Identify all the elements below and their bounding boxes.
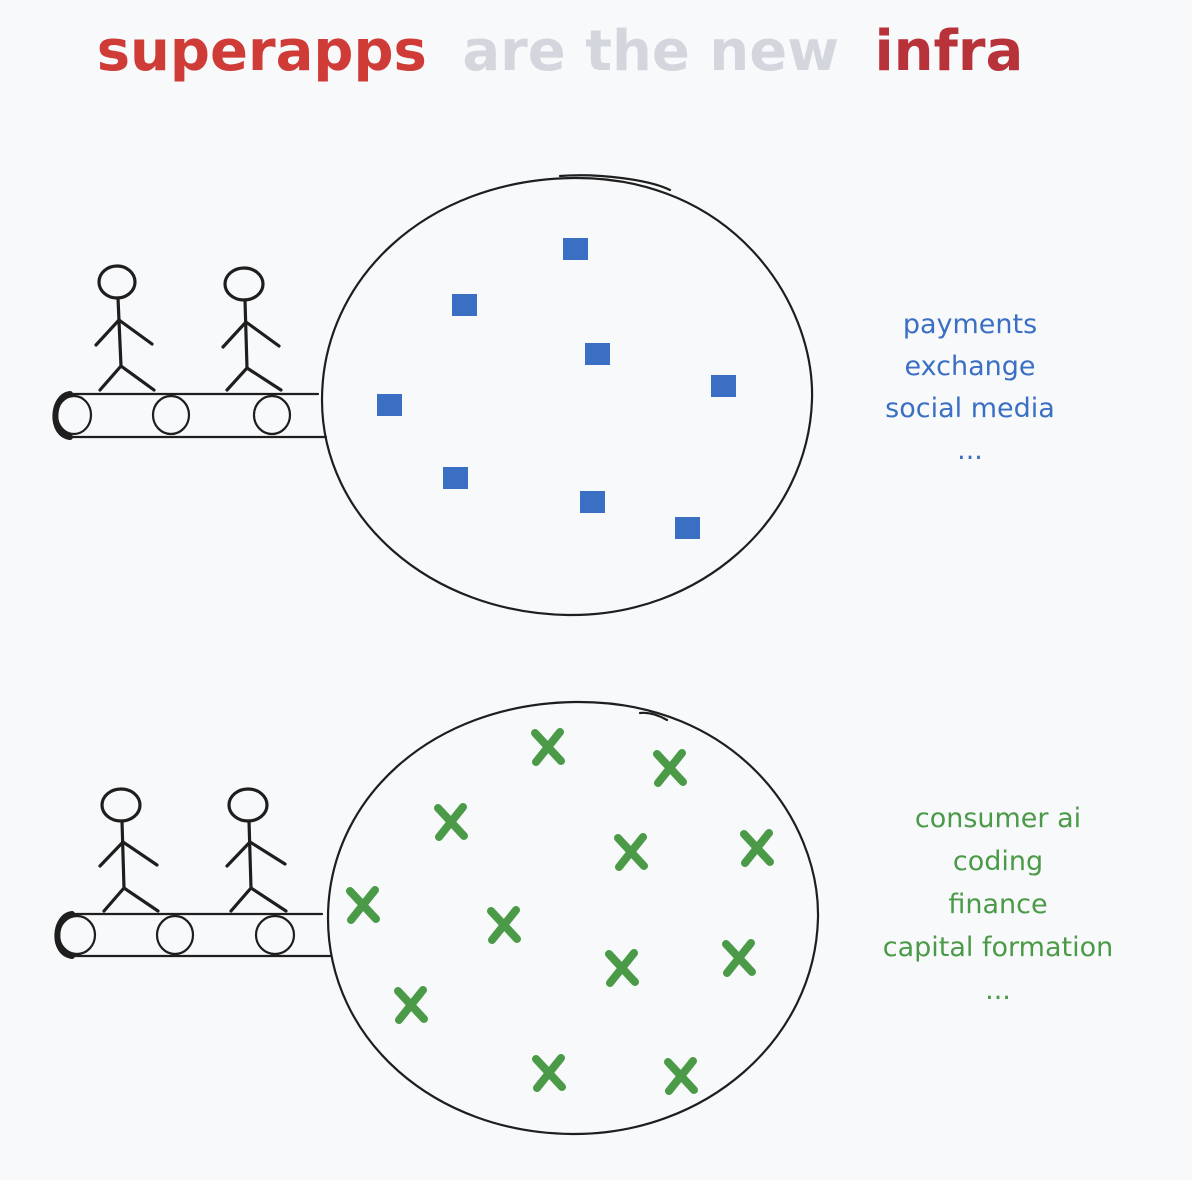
feature-label: social media: [885, 393, 1055, 424]
conveyor-belt-icon: [52, 391, 328, 440]
stick-figure-icon: [221, 266, 283, 392]
cross-marker-icon: [653, 749, 687, 787]
square-marker-icon: [580, 491, 605, 513]
cross-marker-icon: [487, 906, 521, 944]
square-marker-icon: [377, 394, 402, 416]
superapp-circle: [320, 174, 814, 617]
feature-label: payments: [903, 309, 1037, 340]
cross-marker-icon: [532, 1054, 566, 1092]
square-marker-icon: [452, 294, 477, 316]
superapp-circle: [326, 700, 820, 1136]
panel-superapps-top: payments exchange social media...: [52, 174, 1055, 617]
feature-label: ...: [957, 435, 983, 466]
feature-label: ...: [985, 975, 1011, 1006]
title-word-superapps: superapps: [97, 19, 427, 84]
square-marker-icon: [585, 343, 610, 365]
cross-marker-icon: [664, 1057, 698, 1095]
cross-marker-icon: [434, 803, 468, 841]
title-word-infra: infra: [874, 19, 1023, 84]
feature-label: consumer ai: [915, 803, 1081, 834]
cross-marker-icon: [722, 939, 756, 977]
cross-marker-icon: [614, 833, 648, 871]
cross-marker-icon: [394, 986, 428, 1024]
cross-marker-icon: [605, 949, 639, 987]
square-marker-icon: [675, 517, 700, 539]
feature-label: finance: [948, 889, 1047, 920]
stick-figure-icon: [225, 787, 288, 913]
diagram-title: superapps are the new infra: [97, 19, 1024, 84]
feature-label: capital formation: [883, 932, 1113, 963]
marker-group-squares: [377, 238, 736, 539]
feature-label-list: consumer ai coding finance capital formatio…: [883, 803, 1113, 1006]
marker-group-crosses: [346, 728, 774, 1095]
feature-label-list: payments exchange social media...: [885, 309, 1055, 466]
square-marker-icon: [711, 375, 736, 397]
feature-label: coding: [953, 846, 1043, 877]
conveyor-belt-icon: [54, 911, 332, 959]
cross-marker-icon: [346, 886, 380, 924]
stick-figure-icon: [94, 264, 156, 392]
cross-marker-icon: [740, 829, 774, 867]
cross-marker-icon: [531, 728, 565, 766]
feature-label: exchange: [904, 351, 1035, 382]
square-marker-icon: [563, 238, 588, 260]
panel-superapps-bottom: consumer ai coding finance capital formatio…: [54, 700, 1113, 1136]
square-marker-icon: [443, 467, 468, 489]
title-words-are-the-new: are the new: [462, 19, 839, 84]
stick-figure-icon: [98, 787, 160, 913]
